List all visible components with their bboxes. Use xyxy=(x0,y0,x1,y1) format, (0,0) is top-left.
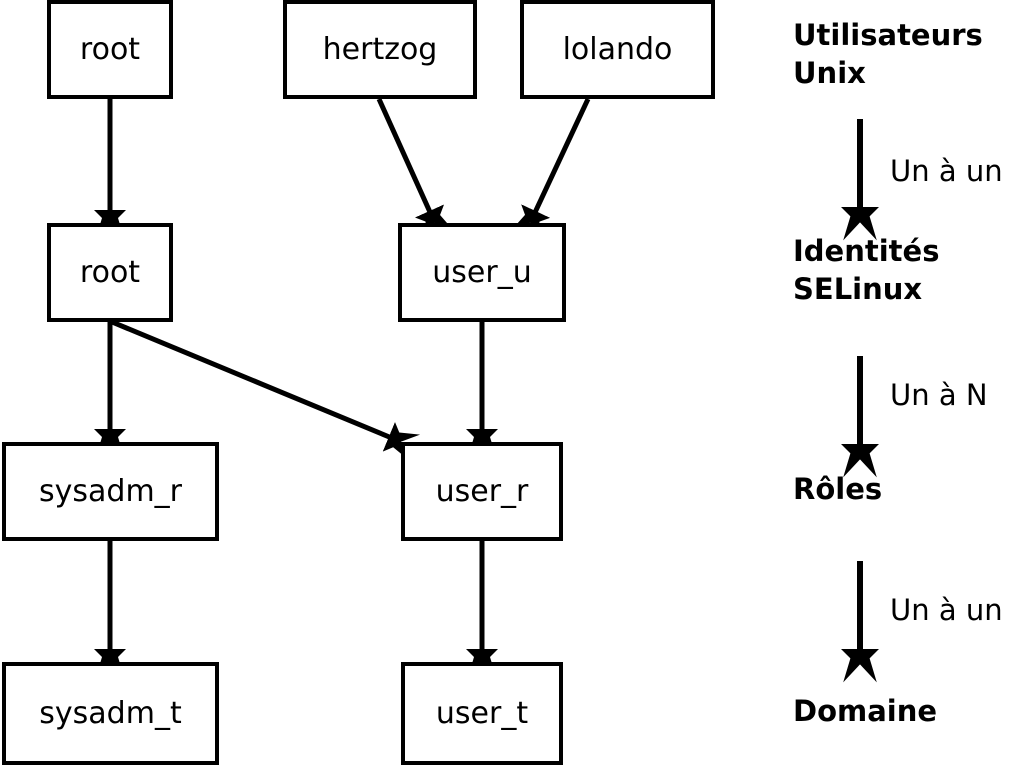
edge-unix_lolando-to-id_user_u xyxy=(511,97,591,243)
node-label: sysadm_t xyxy=(39,695,182,731)
node-unix_root[interactable]: root xyxy=(47,0,173,99)
node-label: root xyxy=(79,31,141,67)
legend-arrow-1-label: Un à un xyxy=(890,154,1003,188)
node-label: hertzog xyxy=(322,31,438,67)
node-dom_user[interactable]: user_t xyxy=(401,662,563,765)
node-label: root xyxy=(79,254,141,290)
node-id_root[interactable]: root xyxy=(47,223,173,322)
node-label: user_r xyxy=(435,473,529,509)
node-unix_hertzog[interactable]: hertzog xyxy=(283,0,477,99)
node-label: user_u xyxy=(432,254,532,290)
edge-id_root-to-role_user xyxy=(111,319,421,461)
node-label: lolando xyxy=(562,31,673,67)
tier-domains-heading: Domaine xyxy=(793,694,938,728)
tier-roles-heading: Rôles xyxy=(793,472,883,506)
node-label: user_t xyxy=(435,695,529,731)
node-unix_lolando[interactable]: lolando xyxy=(520,0,715,99)
node-role_user[interactable]: user_r xyxy=(401,442,563,541)
legend-arrow-3-label: Un à un xyxy=(890,593,1003,627)
tier-unix-users-heading: Utilisateurs Unix xyxy=(793,18,983,90)
node-label: sysadm_r xyxy=(39,473,182,509)
edge-unix_hertzog-to-id_user_u xyxy=(376,97,454,243)
node-dom_sysadm[interactable]: sysadm_t xyxy=(2,662,219,765)
node-role_sysadm[interactable]: sysadm_r xyxy=(2,442,219,541)
legend-arrow-2-label: Un à N xyxy=(890,378,988,412)
tier-selinux-identities-heading: Identités SELinux xyxy=(793,234,940,306)
node-id_user_u[interactable]: user_u xyxy=(398,223,566,322)
